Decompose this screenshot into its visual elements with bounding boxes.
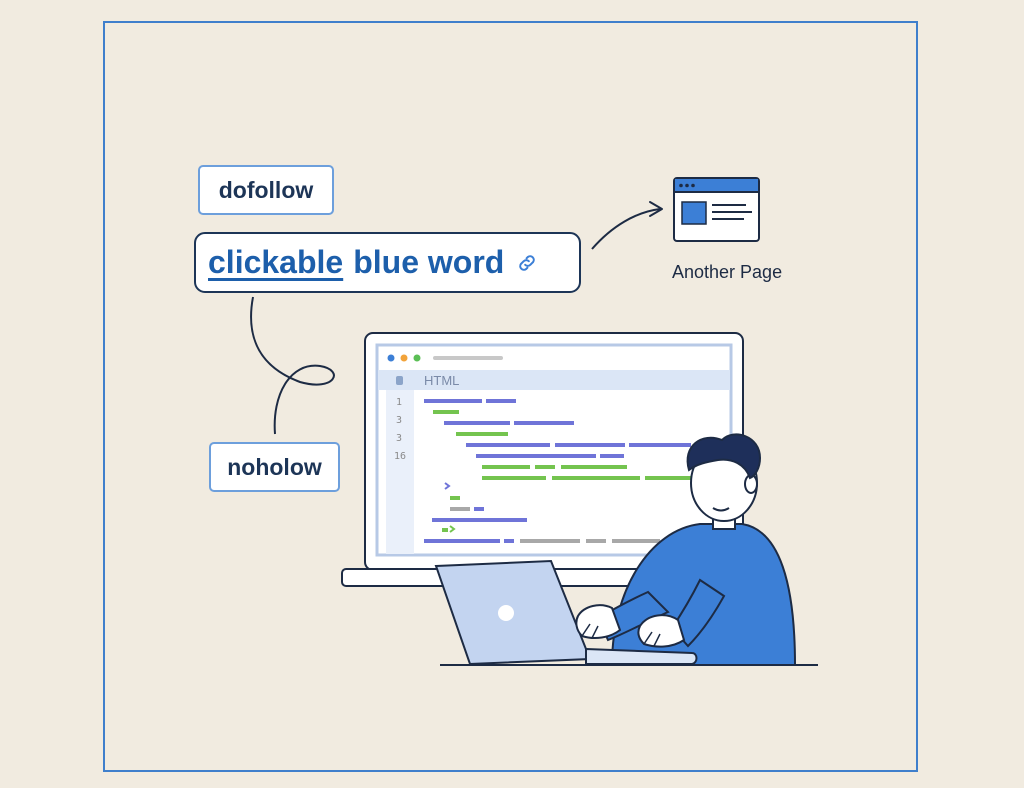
hyperlink-box[interactable]: clickable blue word [194,232,581,293]
nofollow-label: noholow [227,453,322,480]
code-lines [424,399,695,543]
line-number: 3 [396,415,402,426]
dofollow-label: dofollow [218,176,314,203]
border-frame [103,21,918,772]
monitor [341,332,744,587]
dofollow-tag: dofollow [198,165,334,215]
nofollow-tag: noholow [209,442,340,492]
link-anchor-rest: blue word [353,244,505,280]
curved-arrow-icon [591,201,663,250]
hands [575,604,686,648]
editor-tab-label: HTML [424,373,459,388]
line-number: 1 [396,397,402,408]
another-page-label: Another Page [672,262,783,282]
laptop [434,559,698,666]
line-number: 16 [394,451,406,462]
chain-link-icon [519,254,536,271]
web-page-icon [673,177,760,242]
connector-loop [250,296,335,435]
line-number: 3 [396,433,402,444]
link-anchor-word[interactable]: clickable [208,244,344,280]
